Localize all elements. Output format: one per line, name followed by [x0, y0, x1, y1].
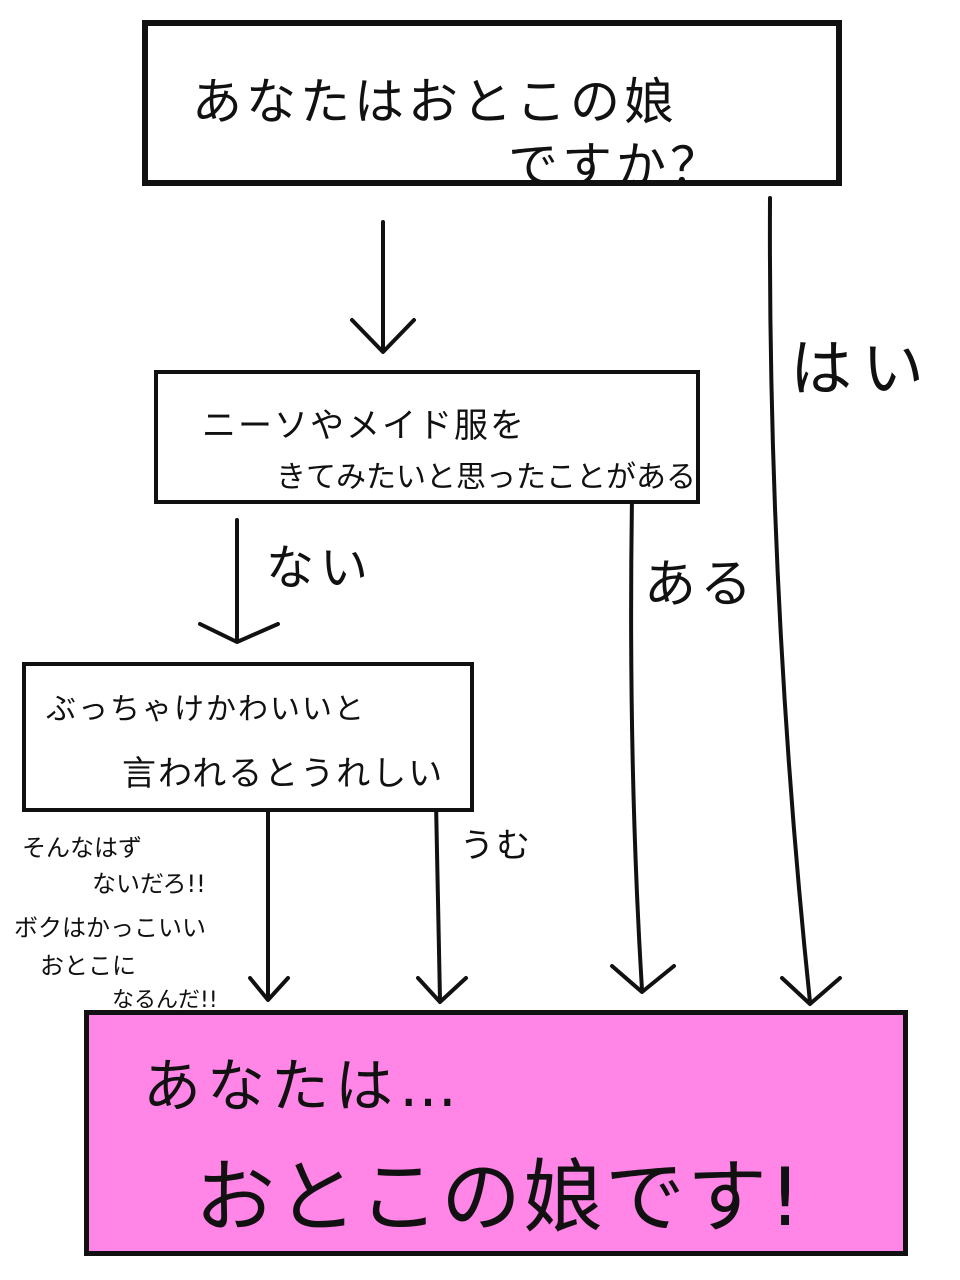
step2-line2: きてみたいと思ったことがある: [276, 460, 696, 495]
step2-box: ニーソやメイド服を きてみたいと思ったことがある: [154, 370, 700, 504]
question-box: あなたはおとこの娘 ですか？: [142, 20, 842, 195]
answer-aru: ある: [644, 555, 757, 615]
arrow-umu-to-result: [416, 800, 468, 1004]
answer-hai: はい: [790, 332, 935, 405]
side-comment-line4: おとこに: [40, 952, 136, 980]
step3-line1: ぶっちゃけかわいいと: [46, 692, 366, 727]
side-comment-line2: ないだろ!!: [92, 870, 206, 898]
result-box: あなたは… おとこの娘です!: [84, 1010, 908, 1256]
step2-line1: ニーソやメイド服を: [202, 406, 526, 446]
arrow-nai-to-step3: [198, 518, 280, 644]
result-line2: おとこの娘です!: [195, 1151, 804, 1244]
arrow-aru-to-result: [610, 496, 676, 994]
arrow-side-to-result: [248, 803, 290, 1002]
side-comment-line1: そんなはず: [22, 834, 142, 862]
question-line2: ですか？: [508, 137, 724, 195]
step3-line2: 言われるとうれしい: [122, 754, 445, 794]
side-comment-line5: なるんだ!!: [112, 988, 218, 1013]
arrow-question-to-step2: [350, 220, 416, 354]
question-line1: あなたはおとこの娘: [192, 73, 678, 131]
result-line1: あなたは…: [143, 1052, 464, 1120]
answer-umu: うむ: [460, 826, 532, 866]
answer-nai: ない: [266, 540, 375, 596]
arrow-hai-to-result: [767, 196, 842, 1006]
step3-box: ぶっちゃけかわいいと 言われるとうれしい: [22, 662, 474, 812]
side-comment-line3: ボクはかっこいい: [14, 914, 206, 942]
